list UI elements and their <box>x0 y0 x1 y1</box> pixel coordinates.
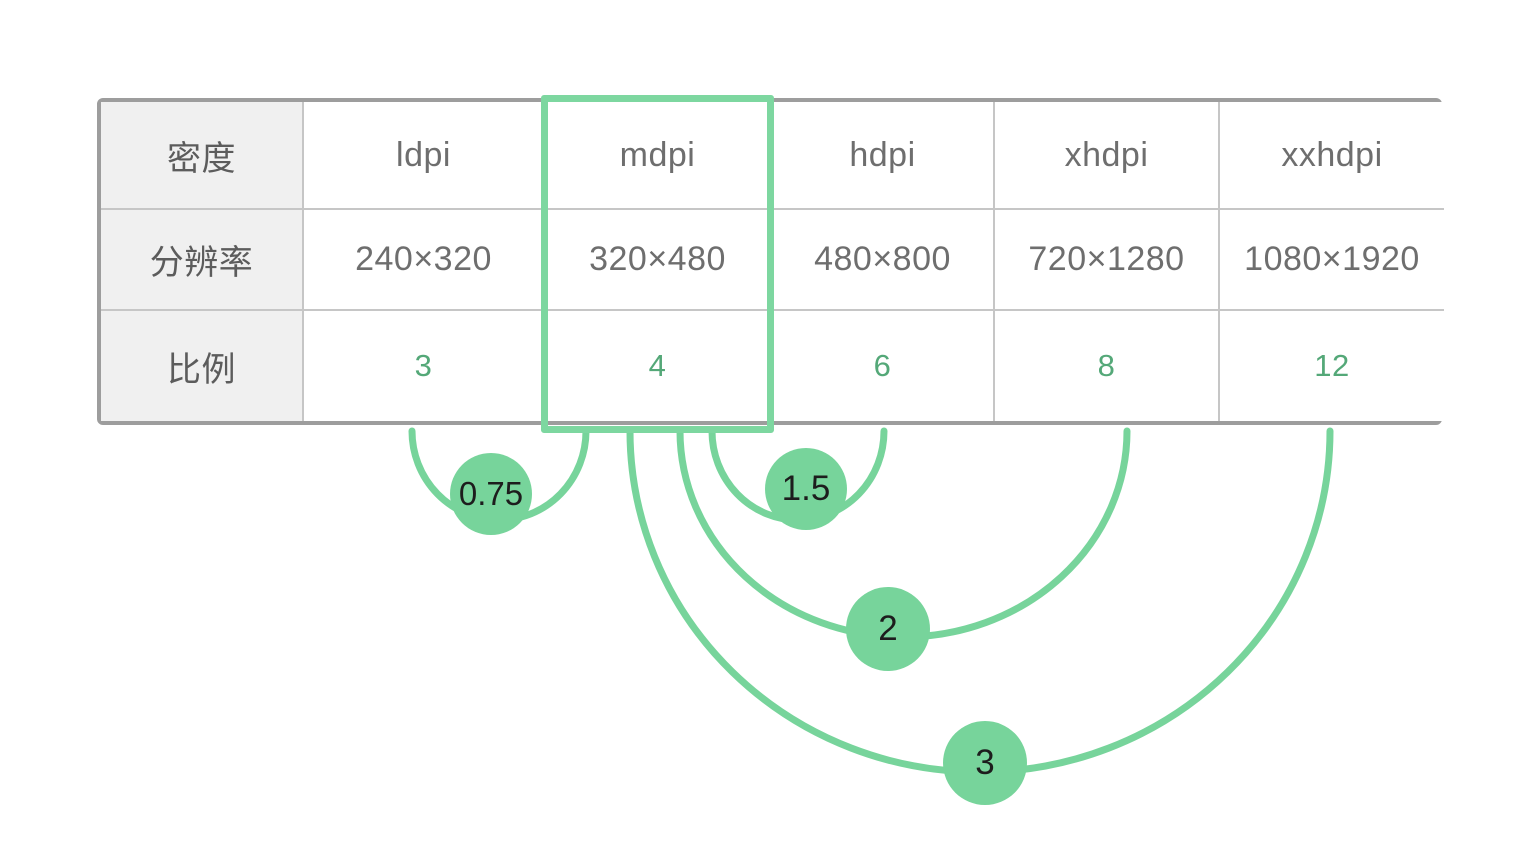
cell-density-ldpi: ldpi <box>304 102 545 210</box>
row-label-density: 密度 <box>101 102 304 210</box>
cell-resolution-xxhdpi: 1080×1920 <box>1220 210 1444 311</box>
row-label-ratio: 比例 <box>101 311 304 421</box>
cell-density-xhdpi: xhdpi <box>995 102 1220 210</box>
row-label-resolution: 分辨率 <box>101 210 304 311</box>
cell-resolution-hdpi: 480×800 <box>772 210 995 311</box>
cell-ratio-ldpi: 3 <box>304 311 545 421</box>
scale-badge-1-5: 1.5 <box>765 448 847 530</box>
cell-resolution-xhdpi: 720×1280 <box>995 210 1220 311</box>
cell-resolution-mdpi: 320×480 <box>545 210 772 311</box>
cell-density-mdpi: mdpi <box>545 102 772 210</box>
scale-badge-3: 3 <box>943 721 1027 805</box>
cell-ratio-xxhdpi: 12 <box>1220 311 1444 421</box>
cell-density-xxhdpi: xxhdpi <box>1220 102 1444 210</box>
cell-ratio-xhdpi: 8 <box>995 311 1220 421</box>
cell-density-hdpi: hdpi <box>772 102 995 210</box>
cell-resolution-ldpi: 240×320 <box>304 210 545 311</box>
cell-ratio-hdpi: 6 <box>772 311 995 421</box>
scale-badge-0-75: 0.75 <box>450 453 532 535</box>
scale-badge-2: 2 <box>846 587 930 671</box>
